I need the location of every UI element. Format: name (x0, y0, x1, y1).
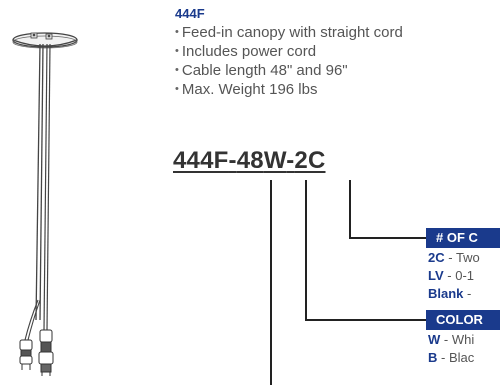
socket-left (19, 339, 33, 370)
part-separator: - (286, 147, 295, 174)
section-header-color: COLOR (426, 310, 500, 330)
option-row: W - Whi (428, 332, 475, 347)
part-number: 444F-48W-2C (173, 147, 326, 175)
connector-color (305, 180, 426, 321)
part-separator: - (228, 147, 237, 174)
canopy-shape (12, 32, 78, 48)
option-row: LV - 0-1 (428, 268, 474, 283)
option-row: Blank - (428, 286, 472, 301)
option-row: B - Blac (428, 350, 475, 365)
feature-item: •Includes power cord (175, 43, 317, 60)
pendant-illustration (12, 32, 78, 376)
feature-item: •Feed-in canopy with straight cord (175, 24, 403, 41)
feature-item: •Cable length 48" and 96" (175, 62, 348, 79)
connector-option (349, 180, 426, 239)
part-option: 2C (294, 147, 326, 174)
part-length: 48 (236, 147, 264, 174)
feature-list: •Feed-in canopy with straight cord •Incl… (175, 24, 403, 100)
part-color: W (263, 147, 287, 174)
option-row: 2C - Two (428, 250, 480, 265)
model-title: 444F (175, 6, 205, 21)
part-base: 444F (173, 147, 229, 174)
socket-right (38, 329, 54, 376)
feature-item: •Max. Weight 196 lbs (175, 81, 318, 98)
section-header-options: # OF C (426, 228, 500, 248)
